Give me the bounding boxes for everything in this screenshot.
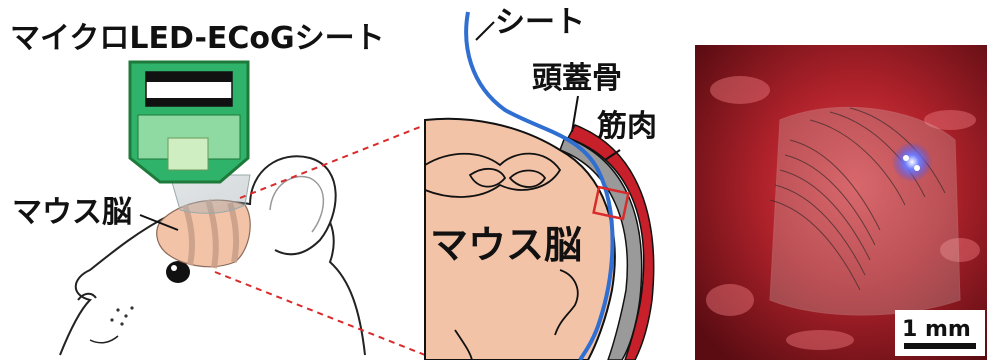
sheet-label: シート (495, 5, 585, 40)
led-connector (130, 62, 248, 182)
sheet-leader (476, 22, 494, 40)
led-glow (892, 142, 932, 182)
mouse-brain-label-section: マウス脳 (430, 223, 582, 267)
skull-label: 頭蓋骨 (532, 61, 622, 96)
led-point-2 (914, 165, 920, 171)
mouse-brain-label-left: マウス脳 (12, 195, 132, 230)
led-point-1 (903, 155, 909, 161)
device-title-label: マイクロLED-ECoGシート (10, 21, 385, 56)
scale-bar-line (904, 343, 976, 349)
photo-ecog-sheet (770, 107, 960, 315)
photo-panel: 1 mm (695, 45, 987, 360)
mouse-eye-highlight (171, 265, 177, 271)
muscle-label: 筋肉 (597, 109, 657, 144)
mouse-illustration-panel: マイクロLED-ECoGシート (10, 21, 385, 355)
scale-bar-label: 1 mm (902, 317, 971, 342)
brain-section-panel: シート 頭蓋骨 筋肉 マウス脳 (425, 5, 657, 360)
mouse-eye (166, 261, 190, 283)
